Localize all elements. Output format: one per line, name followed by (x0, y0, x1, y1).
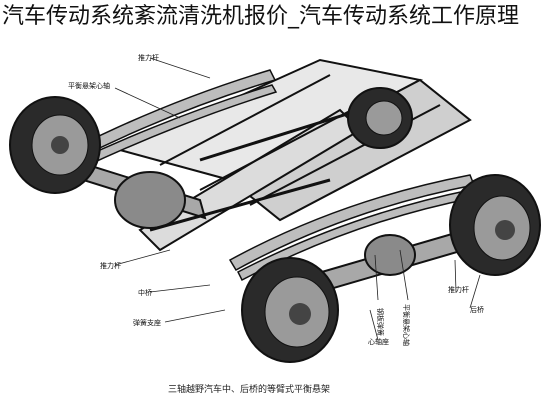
wheel-front-left (9, 96, 101, 194)
label-torque-rod-top: 推力杆 (138, 53, 159, 62)
diagram-caption: 三轴越野汽车中、后桥的等臂式平衡悬架 (168, 383, 330, 395)
leader-lines (114, 57, 481, 341)
label-rear-axle: 后桥 (470, 305, 484, 314)
label-balance-center-right: 平衡悬架心轴 (402, 304, 411, 346)
wheel-front-right (347, 87, 413, 149)
label-center-shaft: 心轴座 (368, 337, 389, 346)
label-leaf-spring: 钢板弹簧 (376, 308, 385, 336)
wheel-rear-right (449, 174, 541, 276)
label-torque-rod-right: 推力杆 (448, 285, 469, 294)
leaf-spring-left (68, 69, 278, 169)
label-torque-rod-left: 推力杆 (100, 261, 121, 270)
torque-rods (149, 108, 361, 232)
wheel-rear-left (241, 257, 339, 363)
label-spring-seat: 弹簧支座 (133, 318, 161, 327)
page-title: 汽车传动系统紊流清洗机报价_汽车传动系统工作原理 (2, 4, 520, 29)
label-middle-axle: 中桥 (138, 288, 152, 297)
label-balance-center: 平衡悬架心轴 (68, 81, 110, 90)
